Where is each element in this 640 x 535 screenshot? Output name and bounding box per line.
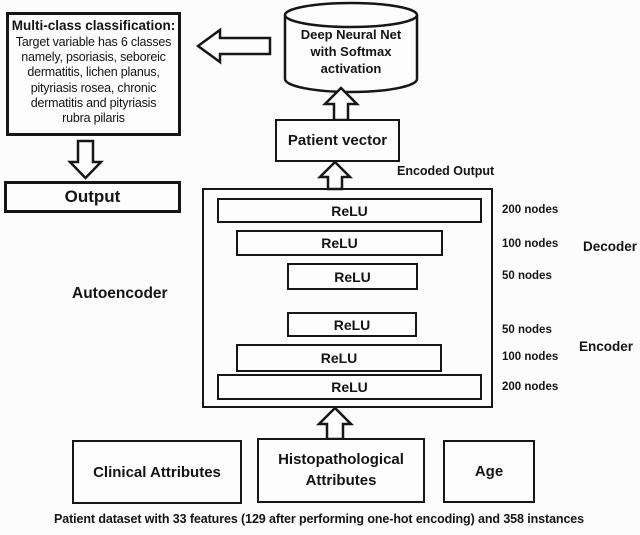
decoder-layer-100: ReLU — [236, 230, 443, 256]
dataset-caption: Patient dataset with 33 features (129 af… — [54, 512, 585, 526]
classification-note-title: Multi-class classification: — [11, 18, 176, 33]
node-count-label: 50 nodes — [502, 324, 552, 336]
arrow-up-to-patient-vector — [316, 160, 354, 191]
encoder-layer-50: ReLU — [287, 312, 417, 337]
histopathological-attributes-box: Histopathological Attributes — [257, 438, 425, 503]
node-count-label: 100 nodes — [502, 238, 559, 250]
encoder-layer-200: ReLU — [217, 374, 482, 400]
age-box: Age — [443, 440, 535, 503]
decoder-layer-200: ReLU — [217, 198, 482, 223]
arrow-up-to-autoencoder — [315, 406, 355, 441]
patient-vector-box: Patient vector — [275, 119, 400, 162]
decoder-layer-50: ReLU — [287, 263, 418, 290]
output-box: Output — [4, 181, 181, 213]
decoder-label: Decoder — [583, 239, 638, 254]
classification-note-box: Multi-class classification: Target varia… — [6, 12, 181, 136]
encoded-output-label: Encoded Output — [397, 164, 495, 178]
node-count-label: 200 nodes — [502, 204, 559, 216]
encoder-label: Encoder — [579, 339, 634, 354]
dnn-cylinder-shape — [283, 15, 419, 94]
node-count-label: 50 nodes — [502, 270, 552, 282]
dnn-cylinder-top — [283, 1, 419, 29]
node-count-label: 200 nodes — [502, 381, 559, 393]
encoder-layer-100: ReLU — [236, 344, 442, 372]
autoencoder-frame — [202, 188, 493, 408]
arrow-down-to-output — [67, 139, 104, 180]
arrow-left-to-note — [195, 27, 272, 65]
clinical-attributes-box: Clinical Attributes — [72, 440, 242, 504]
autoencoder-label: Autoencoder — [72, 285, 168, 302]
classification-note-body: Target variable has 6 classes namely, ps… — [15, 34, 172, 126]
dnn-cylinder-label: Deep Neural Net with Softmax activation — [300, 27, 402, 76]
node-count-label: 100 nodes — [502, 351, 559, 363]
